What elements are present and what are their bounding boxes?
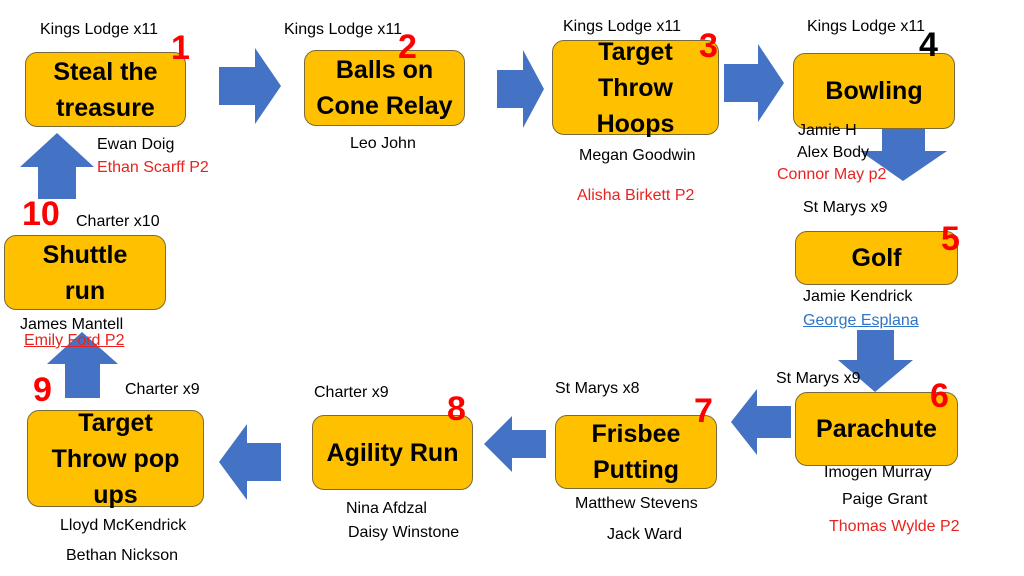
leader-name: Lloyd McKendrick: [60, 517, 187, 534]
station-number: 10: [22, 195, 60, 233]
arrow-right-icon: [497, 50, 544, 128]
station-box-6[interactable]: Parachute: [795, 392, 958, 466]
leader-name-link[interactable]: Emily Ford P2: [24, 332, 125, 349]
leader-name: Nina Afdzal: [346, 500, 427, 517]
arrow-down-icon: [838, 330, 913, 392]
station-box-3[interactable]: Target Throw Hoops: [552, 38, 719, 138]
leader-name: Alex Body: [797, 144, 870, 161]
p2-leader-name: Alisha Birkett P2: [577, 187, 695, 204]
arrow-left-icon: [731, 389, 791, 455]
station-number: 3: [699, 27, 718, 65]
group-label: St Marys x8: [555, 380, 640, 397]
station-box-2[interactable]: Balls on Cone Relay: [304, 50, 465, 126]
arrow-up-icon: [47, 332, 118, 398]
leader-name: Paige Grant: [842, 491, 928, 508]
leader-name-link[interactable]: George Esplana: [803, 312, 919, 329]
p2-leader-name: Ethan Scarff P2: [97, 159, 209, 176]
group-label: Charter x9: [125, 381, 200, 398]
leader-name: Megan Goodwin: [579, 147, 696, 164]
leader-name: James Mantell: [20, 316, 124, 333]
station-number: 8: [447, 390, 466, 428]
group-label: Kings Lodge x11: [284, 21, 403, 38]
station-box-4[interactable]: Bowling: [793, 53, 955, 129]
group-label: Charter x10: [76, 213, 160, 230]
leader-name: Daisy Winstone: [348, 524, 460, 541]
station-box-1[interactable]: Steal the treasure: [25, 52, 186, 127]
leader-name: Jamie Kendrick: [803, 288, 913, 305]
leader-name: Ewan Doig: [97, 136, 175, 153]
group-label: St Marys x9: [776, 370, 861, 387]
group-label: St Marys x9: [803, 199, 888, 216]
arrow-down-icon: [860, 121, 947, 181]
station-number: 7: [694, 392, 713, 430]
leader-name: Imogen Murray: [824, 464, 932, 481]
leader-name: Leo John: [350, 135, 416, 152]
leader-name: Matthew Stevens: [575, 495, 698, 512]
group-label: Kings Lodge x11: [40, 21, 159, 38]
leader-name: Bethan Nickson: [66, 547, 179, 564]
leader-name: Jack Ward: [607, 526, 682, 543]
station-number: 6: [930, 377, 949, 415]
station-box-8[interactable]: Agility Run: [312, 415, 473, 490]
station-number: 1: [171, 29, 190, 67]
arrow-right-icon: [219, 48, 281, 124]
station-number: 9: [33, 371, 52, 409]
arrow-right-icon: [724, 44, 784, 122]
station-box-10[interactable]: Shuttle run: [4, 235, 166, 310]
station-box-9[interactable]: Target Throw pop ups: [27, 409, 204, 509]
group-label: Kings Lodge x11: [563, 18, 682, 35]
p2-leader-name: Connor May p2: [777, 166, 887, 183]
arrow-left-icon: [219, 424, 281, 500]
station-box-7[interactable]: Frisbee Putting: [555, 415, 717, 489]
station-number: 4: [919, 26, 938, 64]
arrow-left-icon: [484, 416, 546, 472]
station-number: 2: [398, 28, 417, 66]
leader-name: Jamie H: [798, 122, 857, 139]
group-label: Kings Lodge x11: [807, 18, 926, 35]
station-box-5[interactable]: Golf: [795, 231, 958, 285]
p2-leader-name: Thomas Wylde P2: [829, 518, 960, 535]
arrow-up-icon: [20, 133, 94, 199]
station-number: 5: [941, 220, 960, 258]
group-label: Charter x9: [314, 384, 389, 401]
